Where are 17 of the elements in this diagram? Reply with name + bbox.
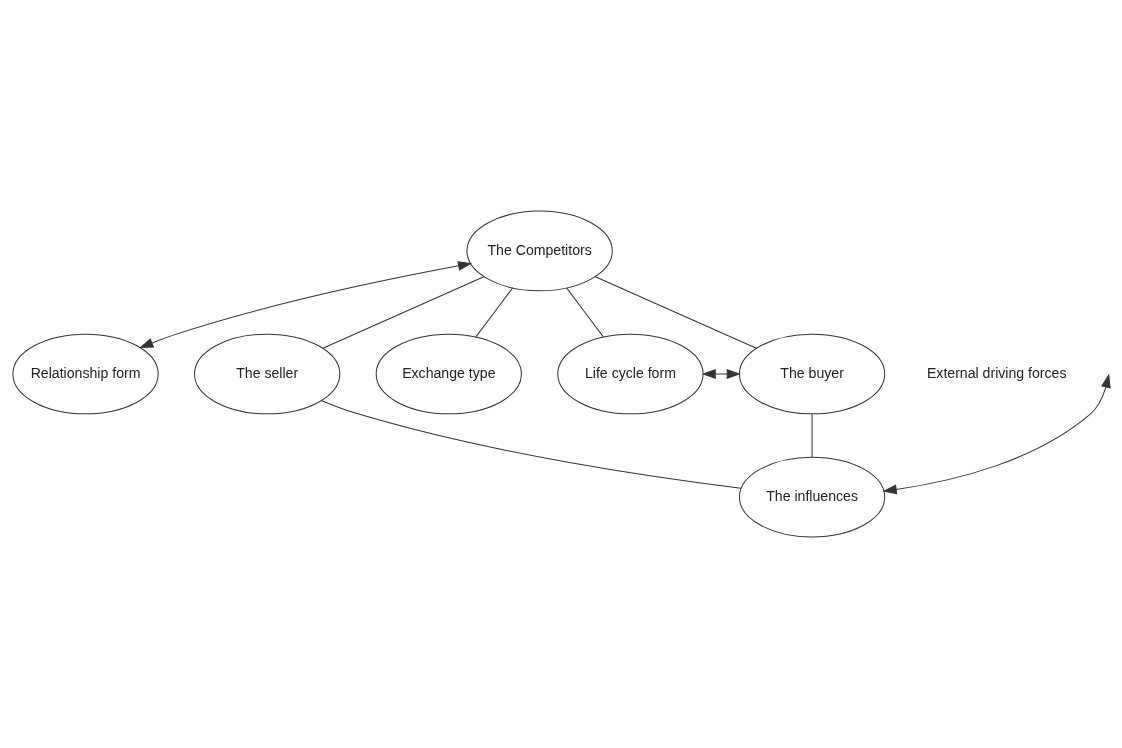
arrow: [139, 261, 473, 349]
arrow: [701, 369, 741, 379]
connector: [475, 287, 514, 338]
connector: [811, 413, 813, 458]
node-ellipse: Life cycle form: [557, 333, 704, 415]
connector: [566, 287, 604, 338]
node-ellipse: Exchange type: [375, 333, 522, 415]
connector: [594, 276, 757, 349]
node-ellipse: The seller: [194, 333, 341, 415]
connector: [321, 400, 742, 489]
node-ellipse: Relationship form: [12, 333, 159, 415]
node-ellipse: The buyer: [738, 333, 886, 415]
connector: [322, 276, 485, 349]
node-ellipse: The Competitors: [466, 210, 613, 292]
arrow: [882, 373, 1111, 495]
label: External driving forces: [926, 364, 1067, 381]
node-ellipse: The influences: [738, 456, 886, 538]
